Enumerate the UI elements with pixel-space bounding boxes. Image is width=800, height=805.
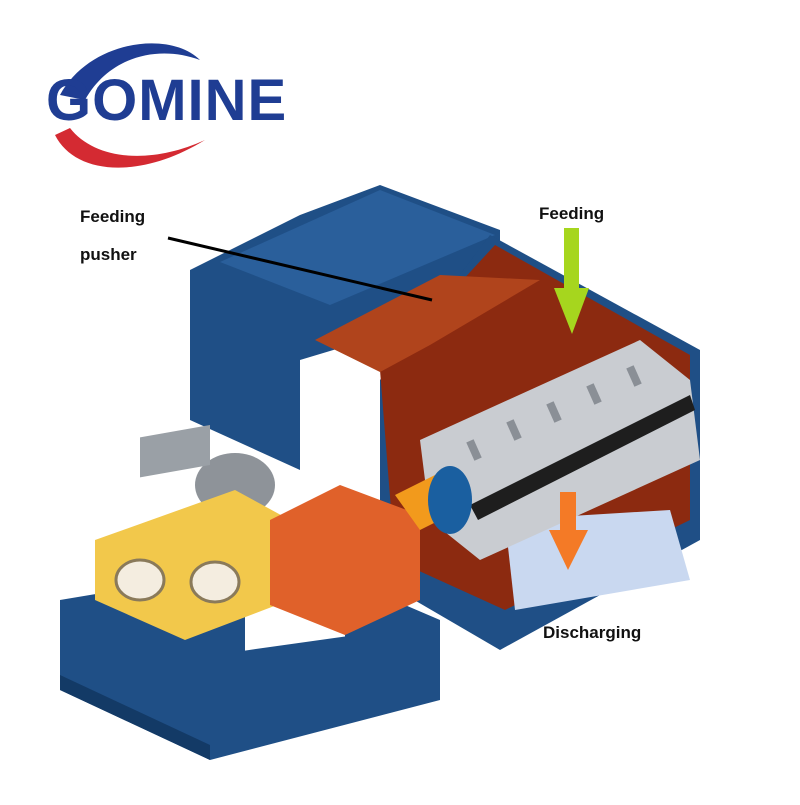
rotor-bar [470, 395, 695, 520]
pulley-left [114, 558, 166, 602]
discharging-label: Discharging [543, 623, 642, 642]
pusher-plate [315, 275, 540, 372]
pulley-right [189, 560, 241, 604]
feeding-pusher-label-line1: Feeding [80, 207, 146, 226]
bearing [428, 466, 472, 534]
belt-guard [95, 490, 290, 640]
logo-swoosh [60, 43, 200, 100]
gearbox [270, 485, 420, 635]
base-frame-shade [60, 675, 210, 760]
logo-swoosh-red [55, 128, 205, 168]
pusher-leader-line [167, 236, 433, 302]
discharge-chute [505, 510, 690, 610]
rotor-teeth [466, 365, 642, 461]
feeding-arrow [554, 228, 589, 334]
gomine-logo: GOMINE [46, 68, 288, 133]
machine-body-top [220, 190, 495, 305]
motor-box [140, 424, 210, 478]
discharging-arrow [549, 492, 588, 570]
feeding-label: Feeding [539, 204, 605, 223]
feeding-pusher-label-line2: pusher [80, 245, 137, 264]
